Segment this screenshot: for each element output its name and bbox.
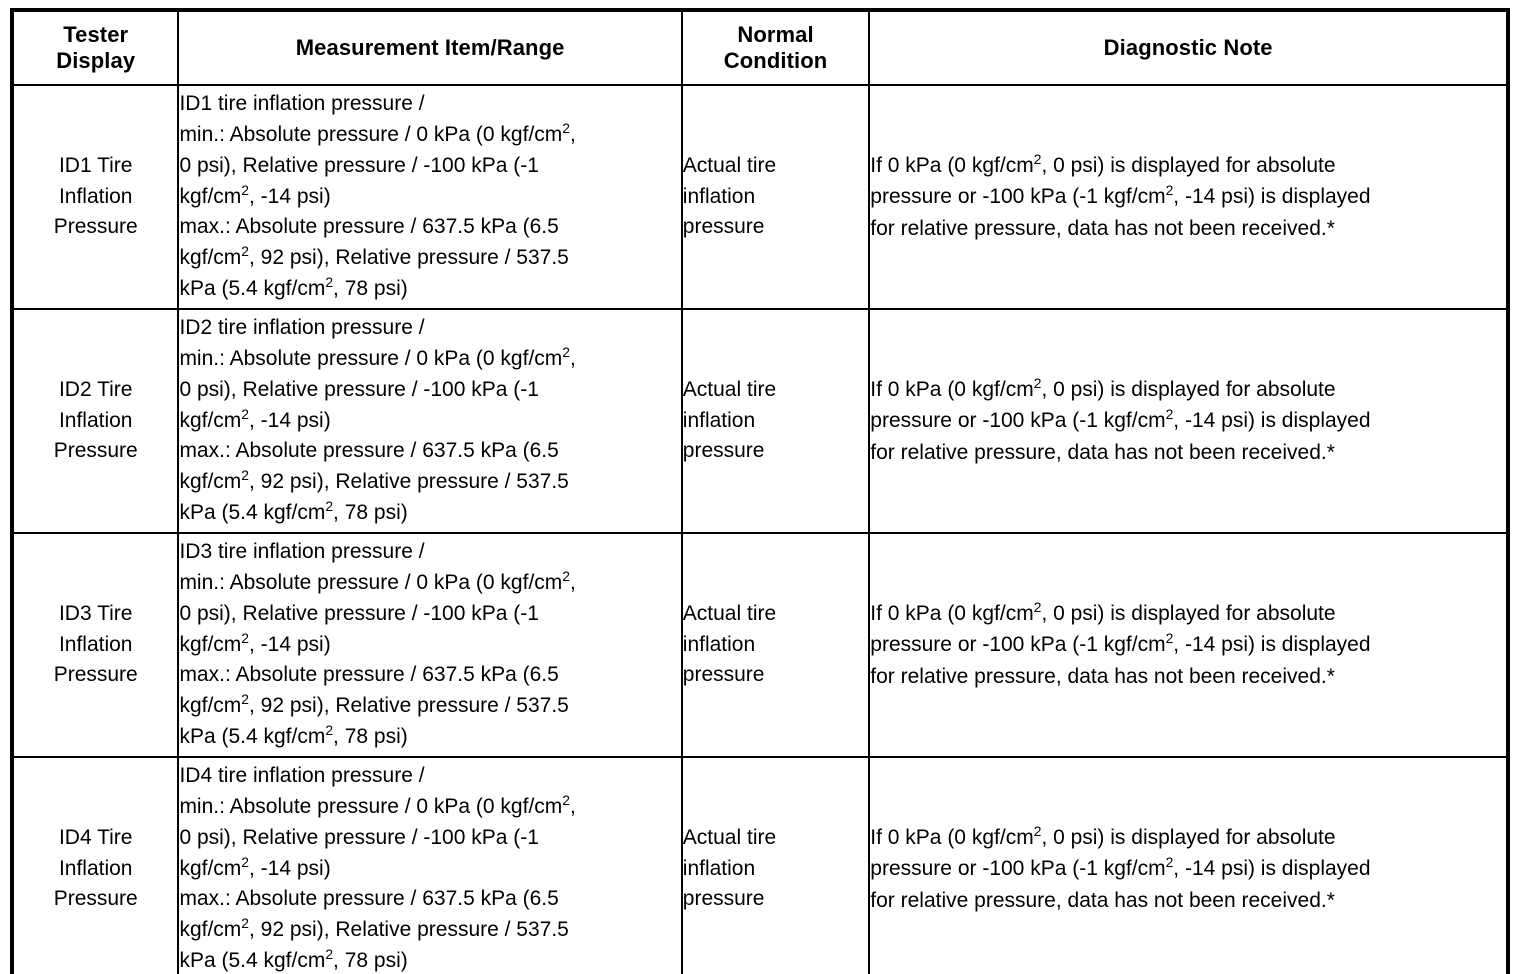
- table-header: Tester Display Measurement Item/Range No…: [12, 10, 1508, 86]
- measurement-line: 0 psi), Relative pressure / -100 kPa (-1: [179, 153, 539, 177]
- measurement-line: 0 psi), Relative pressure / -100 kPa (-1: [179, 825, 539, 849]
- column-header-measurement-item-range: Measurement Item/Range: [177, 10, 683, 86]
- normal-condition-line: inflation: [682, 408, 756, 432]
- diagnostic-note-line: If 0 kPa (0 kgf/cm2, 0 psi) is displayed…: [870, 599, 1336, 626]
- diagnostic-note-line: for relative pressure, data has not been…: [870, 888, 1335, 912]
- measurement-line: min.: Absolute pressure / 0 kPa (0 kgf/c…: [179, 568, 576, 595]
- column-header-tester-display: Tester Display: [12, 10, 180, 86]
- measurement-line: min.: Absolute pressure / 0 kPa (0 kgf/c…: [179, 344, 576, 371]
- measurement-line: kgf/cm2, 92 psi), Relative pressure / 53…: [179, 691, 569, 718]
- diagnostic-note-line: pressure or -100 kPa (-1 kgf/cm2, -14 ps…: [870, 406, 1371, 433]
- diagnostic-note-line: If 0 kPa (0 kgf/cm2, 0 psi) is displayed…: [870, 375, 1336, 402]
- diagnostic-note-line: for relative pressure, data has not been…: [870, 664, 1335, 688]
- tester-display-line: ID1 Tire: [58, 154, 133, 178]
- measurement-line: max.: Absolute pressure / 637.5 kPa (6.5: [179, 439, 559, 463]
- measurement-line: ID1 tire inflation pressure /: [179, 92, 425, 116]
- diagnostic-note-line: If 0 kPa (0 kgf/cm2, 0 psi) is displayed…: [870, 823, 1336, 850]
- tester-display-line: Inflation: [58, 856, 133, 880]
- cell-normal-condition: Actual tire inflation pressure: [680, 532, 871, 758]
- normal-condition-line: inflation: [682, 184, 756, 208]
- measurement-line: kgf/cm2, -14 psi): [179, 629, 331, 656]
- tester-display-line: ID2 Tire: [58, 378, 133, 402]
- cell-diagnostic-note: If 0 kPa (0 kgf/cm2, 0 psi) is displayed…: [868, 308, 1508, 534]
- measurement-line: kPa (5.4 kgf/cm2, 78 psi): [179, 721, 408, 748]
- diagnostic-note-line: pressure or -100 kPa (-1 kgf/cm2, -14 ps…: [870, 182, 1371, 209]
- header-row: Tester Display Measurement Item/Range No…: [12, 10, 1508, 86]
- measurement-line: max.: Absolute pressure / 637.5 kPa (6.5: [179, 215, 559, 239]
- header-line: Normal: [737, 22, 814, 48]
- tester-display-line: Pressure: [53, 663, 138, 687]
- measurement-line: min.: Absolute pressure / 0 kPa (0 kgf/c…: [179, 792, 576, 819]
- cell-measurement-item-range: ID4 tire inflation pressure / min.: Abso…: [177, 756, 683, 974]
- measurement-line: kgf/cm2, 92 psi), Relative pressure / 53…: [179, 467, 569, 494]
- normal-condition-line: Actual tire: [682, 378, 777, 402]
- tester-display-line: Pressure: [53, 887, 138, 911]
- cell-tester-display: ID4 Tire Inflation Pressure: [12, 756, 180, 974]
- header-line: Tester: [63, 22, 129, 48]
- measurement-line: 0 psi), Relative pressure / -100 kPa (-1: [179, 601, 539, 625]
- tester-display-line: Inflation: [58, 632, 133, 656]
- cell-measurement-item-range: ID2 tire inflation pressure / min.: Abso…: [177, 308, 683, 534]
- tester-display-line: Inflation: [58, 408, 133, 432]
- measurement-line: 0 psi), Relative pressure / -100 kPa (-1: [179, 377, 539, 401]
- table-row: ID1 Tire Inflation Pressure ID1 tire inf…: [12, 84, 1508, 310]
- measurement-line: max.: Absolute pressure / 637.5 kPa (6.5: [179, 663, 559, 687]
- measurement-line: kgf/cm2, -14 psi): [179, 853, 331, 880]
- normal-condition-line: pressure: [682, 439, 765, 463]
- normal-condition-line: inflation: [682, 632, 756, 656]
- normal-condition-line: inflation: [682, 856, 756, 880]
- cell-normal-condition: Actual tire inflation pressure: [680, 756, 871, 974]
- header-line: Display: [56, 48, 136, 73]
- measurement-line: min.: Absolute pressure / 0 kPa (0 kgf/c…: [179, 120, 576, 147]
- cell-measurement-item-range: ID1 tire inflation pressure / min.: Abso…: [177, 84, 683, 310]
- measurement-line: ID2 tire inflation pressure /: [179, 316, 425, 340]
- diagnostic-note-line: pressure or -100 kPa (-1 kgf/cm2, -14 ps…: [870, 630, 1371, 657]
- normal-condition-line: Actual tire: [682, 154, 777, 178]
- table-row: ID3 Tire Inflation Pressure ID3 tire inf…: [12, 532, 1508, 758]
- cell-tester-display: ID3 Tire Inflation Pressure: [12, 532, 180, 758]
- column-header-diagnostic-note: Diagnostic Note: [868, 10, 1508, 86]
- normal-condition-line: pressure: [682, 663, 765, 687]
- cell-diagnostic-note: If 0 kPa (0 kgf/cm2, 0 psi) is displayed…: [868, 532, 1508, 758]
- tpms-measurement-spec-table: Tester Display Measurement Item/Range No…: [10, 8, 1510, 974]
- measurement-line: kgf/cm2, 92 psi), Relative pressure / 53…: [179, 243, 569, 270]
- column-header-normal-condition: Normal Condition: [680, 10, 871, 86]
- cell-tester-display: ID2 Tire Inflation Pressure: [12, 308, 180, 534]
- diagnostic-note-line: for relative pressure, data has not been…: [870, 216, 1335, 240]
- measurement-line: ID4 tire inflation pressure /: [179, 764, 425, 788]
- tester-display-line: ID4 Tire: [58, 826, 133, 850]
- diagnostic-note-line: pressure or -100 kPa (-1 kgf/cm2, -14 ps…: [870, 854, 1371, 881]
- table-row: ID4 Tire Inflation Pressure ID4 tire inf…: [12, 756, 1508, 974]
- tester-display-line: Inflation: [58, 184, 133, 208]
- measurement-line: ID3 tire inflation pressure /: [179, 540, 425, 564]
- tester-display-line: Pressure: [53, 215, 138, 239]
- cell-measurement-item-range: ID3 tire inflation pressure / min.: Abso…: [177, 532, 683, 758]
- header-line: Diagnostic Note: [1103, 35, 1273, 61]
- measurement-line: kgf/cm2, -14 psi): [179, 405, 331, 432]
- measurement-line: kPa (5.4 kgf/cm2, 78 psi): [179, 273, 408, 300]
- header-line: Condition: [723, 48, 828, 73]
- normal-condition-line: Actual tire: [682, 826, 777, 850]
- measurement-line: kgf/cm2, 92 psi), Relative pressure / 53…: [179, 915, 569, 942]
- cell-diagnostic-note: If 0 kPa (0 kgf/cm2, 0 psi) is displayed…: [868, 756, 1508, 974]
- diagnostic-note-line: If 0 kPa (0 kgf/cm2, 0 psi) is displayed…: [870, 151, 1336, 178]
- normal-condition-line: Actual tire: [682, 602, 777, 626]
- cell-normal-condition: Actual tire inflation pressure: [680, 308, 871, 534]
- measurement-line: kPa (5.4 kgf/cm2, 78 psi): [179, 497, 408, 524]
- table-row: ID2 Tire Inflation Pressure ID2 tire inf…: [12, 308, 1508, 534]
- normal-condition-line: pressure: [682, 887, 765, 911]
- cell-tester-display: ID1 Tire Inflation Pressure: [12, 84, 180, 310]
- measurement-line: max.: Absolute pressure / 637.5 kPa (6.5: [179, 887, 559, 911]
- measurement-line: kgf/cm2, -14 psi): [179, 181, 331, 208]
- normal-condition-line: pressure: [682, 215, 765, 239]
- measurement-line: kPa (5.4 kgf/cm2, 78 psi): [179, 945, 408, 972]
- header-line: Measurement Item/Range: [295, 35, 565, 61]
- tester-display-line: Pressure: [53, 439, 138, 463]
- diagnostic-note-line: for relative pressure, data has not been…: [870, 440, 1335, 464]
- tester-display-line: ID3 Tire: [58, 602, 133, 626]
- cell-normal-condition: Actual tire inflation pressure: [680, 84, 871, 310]
- table-body: ID1 Tire Inflation Pressure ID1 tire inf…: [12, 84, 1508, 974]
- cell-diagnostic-note: If 0 kPa (0 kgf/cm2, 0 psi) is displayed…: [868, 84, 1508, 310]
